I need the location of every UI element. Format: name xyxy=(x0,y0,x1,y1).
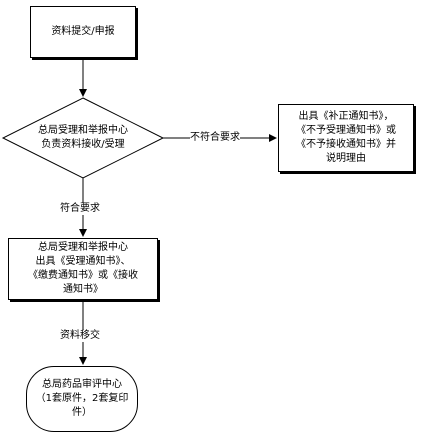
yes-label: 符合要求 xyxy=(60,203,100,215)
reject-box: 出具《补正通知书》， 《不予受理通知书》或 《不予接收通知书》并 说明理由 xyxy=(278,104,414,172)
end-terminal: 总局药品审评中心 （1套原件，2套复印 件） xyxy=(26,366,138,432)
accept-line-2: 出具《受理通知书》、 xyxy=(35,256,131,267)
start-box: 资料提交/申报 xyxy=(30,6,136,58)
accept-line-1: 总局受理和举报中心 xyxy=(38,242,128,253)
decision-text: 总局受理和举报中心 负责资料接收/受理 xyxy=(13,124,153,152)
end-line-2: （1套原件，2套复印 xyxy=(35,393,129,404)
end-line-1: 总局药品审评中心 xyxy=(42,379,122,390)
accept-line-3: 《缴费通知书》或《接收 xyxy=(28,270,138,281)
reject-line-3: 《不予接收通知书》并 xyxy=(296,139,396,150)
no-label: 不符合要求 xyxy=(190,132,240,144)
accept-box: 总局受理和举报中心 出具《受理通知书》、 《缴费通知书》或《接收 通知书》 xyxy=(8,238,158,300)
reject-line-4: 说明理由 xyxy=(326,153,366,164)
start-box-label: 资料提交/申报 xyxy=(51,26,115,37)
reject-line-2: 《不予受理通知书》或 xyxy=(296,125,396,136)
decision-line-1: 总局受理和举报中心 xyxy=(38,125,128,136)
transfer-label: 资料移交 xyxy=(60,330,100,342)
end-line-3: 件） xyxy=(72,407,92,418)
reject-line-1: 出具《补正通知书》， xyxy=(298,111,394,122)
decision-line-2: 负责资料接收/受理 xyxy=(41,139,125,150)
accept-line-4: 通知书》 xyxy=(63,284,103,295)
